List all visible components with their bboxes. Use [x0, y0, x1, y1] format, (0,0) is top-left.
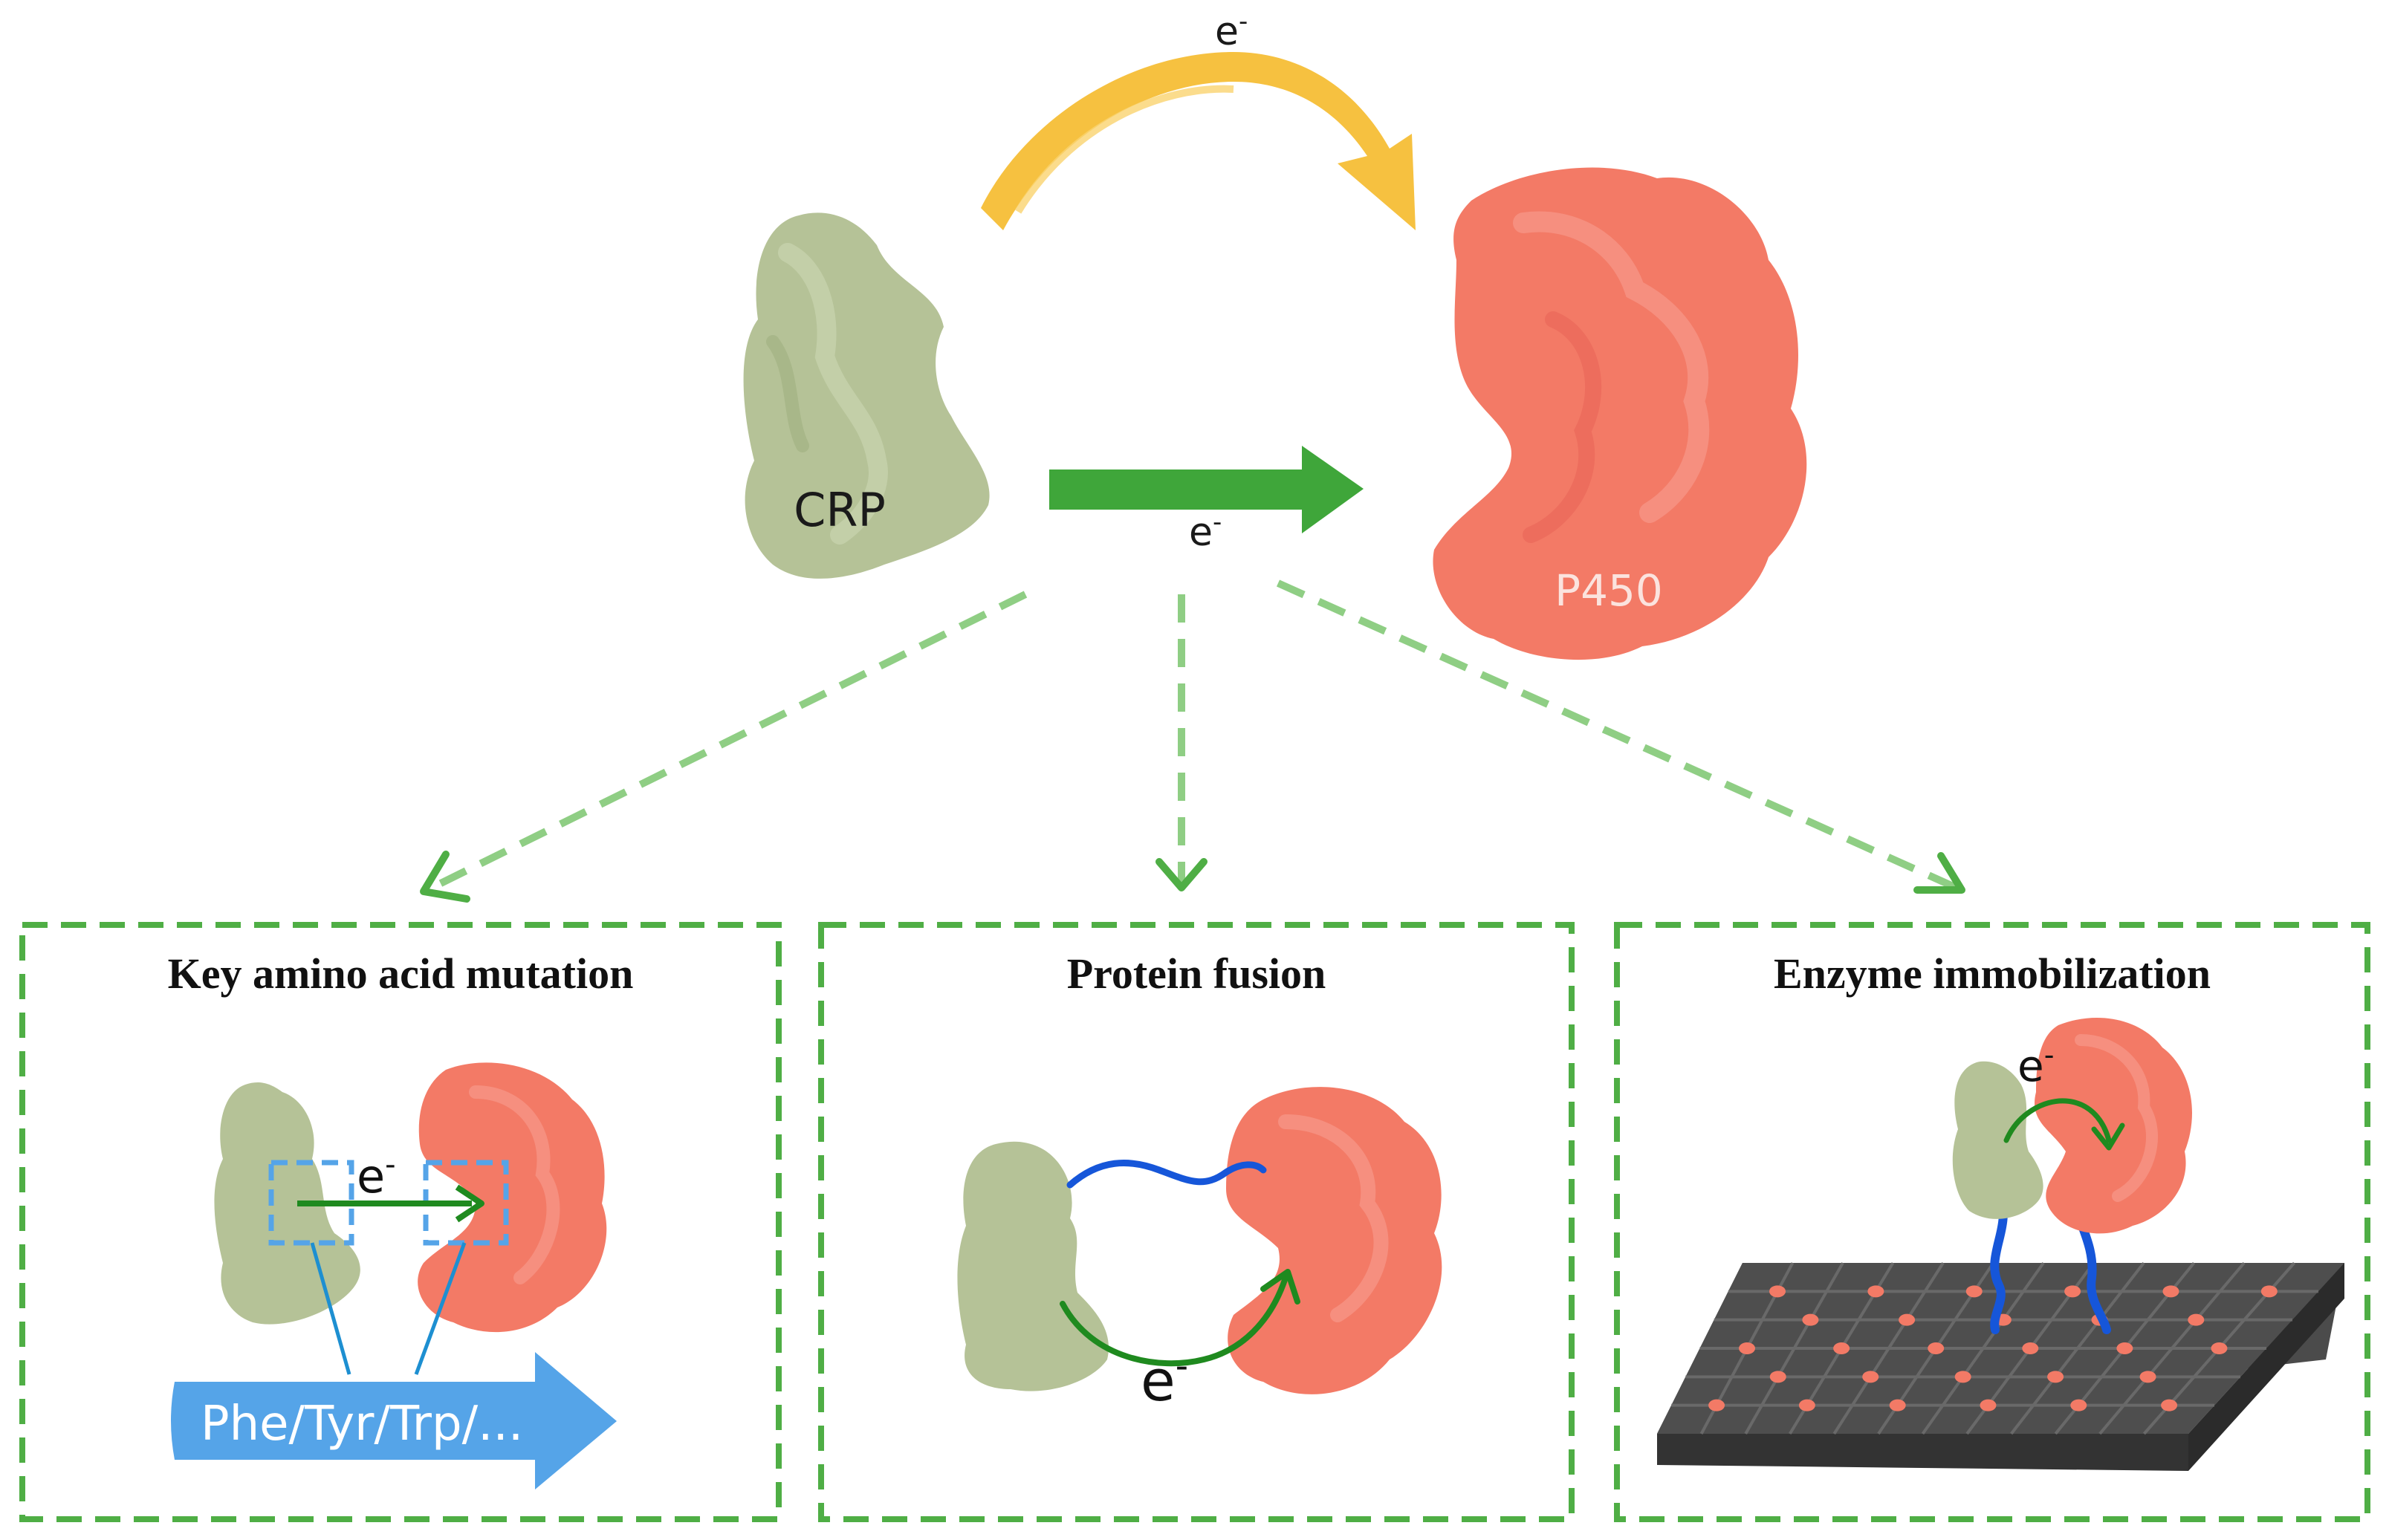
surface-site-dot — [1965, 1285, 1983, 1298]
surface-site-dot — [1899, 1313, 1916, 1326]
electron-transfer-arrow — [297, 1184, 484, 1223]
surface-site-dot — [2116, 1342, 2133, 1354]
surface-site-dot — [1739, 1342, 1756, 1354]
surface-site-dot — [1833, 1342, 1850, 1354]
tether-left — [1990, 1192, 2008, 1334]
residues-label: Phe/Tyr/Trp/... — [201, 1397, 523, 1452]
surface-site-dot — [1889, 1399, 1906, 1411]
surface-site-dot — [2260, 1285, 2278, 1298]
curved-electron-arrow — [981, 52, 1416, 230]
p450-label: P450 — [1555, 565, 1663, 616]
panel-title: Key amino acid mutation — [168, 949, 634, 998]
panel-key-amino-acid-mutation: Key amino acid mutation e- Phe/Tyr/Trp/.… — [19, 922, 782, 1522]
crp-protein: CRP — [743, 212, 990, 579]
panel-protein-fusion: Protein fusion e- — [818, 922, 1575, 1522]
panel-title: Protein fusion — [1067, 949, 1326, 998]
panel-title: Enzyme immobilization — [1774, 949, 2211, 998]
surface-site-dot — [2161, 1399, 2178, 1411]
p450-protein-fusion — [1226, 1087, 1442, 1394]
electron-label: e- — [357, 1148, 396, 1203]
p450-protein: P450 — [1433, 167, 1807, 660]
surface-site-dot — [1928, 1342, 1945, 1354]
electron-label: e- — [2017, 1039, 2054, 1091]
curved-electron-label: e- — [1215, 7, 1248, 54]
crp-label: CRP — [794, 483, 886, 537]
surface-site-dot — [1954, 1371, 1971, 1383]
residues-arrow — [171, 1352, 617, 1489]
surface-site-dot — [2139, 1371, 2156, 1383]
surface-site-dot — [2070, 1399, 2087, 1411]
p450-protein-immobilized — [2035, 1018, 2192, 1234]
crp-protein-small — [214, 1082, 360, 1325]
surface-site-dot — [1798, 1399, 1815, 1411]
surface-site-dot — [1980, 1399, 1997, 1411]
immobilization-surface — [1657, 1261, 2344, 1471]
crp-protein-fusion — [957, 1141, 1109, 1391]
crp-protein-immobilized — [1952, 1061, 2043, 1219]
surface-site-dot — [1708, 1399, 1725, 1411]
p450-protein-small — [418, 1062, 607, 1333]
fusion-linker — [1066, 1160, 1267, 1189]
surface-site-dot — [1769, 1285, 1786, 1298]
electron-transfer-arrow — [2003, 1098, 2125, 1151]
surface-site-dot — [2211, 1342, 2228, 1354]
panel-enzyme-immobilization: Enzyme immobilization e- — [1614, 922, 2370, 1522]
surface-site-dot — [1802, 1313, 1819, 1326]
dashed-arrow-left — [420, 591, 1028, 903]
surface-site-dot — [1769, 1371, 1786, 1383]
surface-site-dot — [2188, 1313, 2205, 1326]
surface-site-dot — [1867, 1285, 1884, 1298]
straight-electron-label: e- — [1189, 507, 1222, 555]
surface-site-dot — [1862, 1371, 1879, 1383]
surface-site-dot — [2162, 1285, 2179, 1298]
electron-transfer-arrow — [1060, 1269, 1300, 1367]
surface-site-dot — [2064, 1285, 2081, 1298]
electron-label: e- — [1141, 1345, 1188, 1414]
residue-box-crp — [268, 1160, 354, 1246]
dashed-arrow-right — [1276, 579, 1965, 894]
surface-site-dot — [2047, 1371, 2064, 1383]
straight-electron-arrow — [1049, 446, 1364, 533]
dashed-arrow-center — [1155, 594, 1208, 891]
surface-site-dot — [2022, 1342, 2039, 1354]
